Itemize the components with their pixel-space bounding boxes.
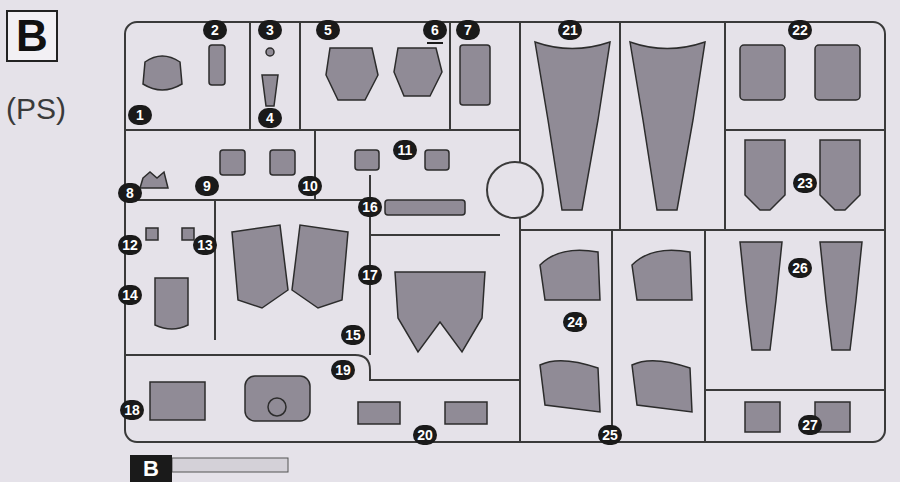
callout-number: 7 [456,20,480,40]
callout-number: 26 [788,258,812,278]
callout-number: 10 [298,176,322,196]
callout-number: 3 [258,20,282,40]
callout-number: 17 [358,265,382,285]
callout-number: 2 [203,20,227,40]
sprue-tag: B [130,455,172,482]
callout-number: 9 [195,176,219,196]
sprue-letter-box: B [6,10,58,62]
callout-number: 5 [316,20,340,40]
callout-number: 12 [118,235,142,255]
callout-number: 4 [258,108,282,128]
callout-number: 11 [393,140,417,160]
callout-number: 1 [128,105,152,125]
callout-number: 22 [788,20,812,40]
callout-number: 14 [118,285,142,305]
sprue-letter: B [143,456,159,482]
callout-number: 15 [341,325,365,345]
sprue-letter: B [16,11,48,61]
callout-number: 25 [598,425,622,445]
callout-number: 27 [798,415,822,435]
callout-number: 20 [413,425,437,445]
callout-number: 21 [558,20,582,40]
callout-number: 16 [358,197,382,217]
callout-number: 24 [563,312,587,332]
material-note: (PS) [6,92,66,126]
callout-number: 18 [120,400,144,420]
callout-number: 23 [793,173,817,193]
callout-number: 6 [423,20,447,40]
callout-number: 13 [193,235,217,255]
callout-number: 19 [331,360,355,380]
callout-number: 8 [118,183,142,203]
